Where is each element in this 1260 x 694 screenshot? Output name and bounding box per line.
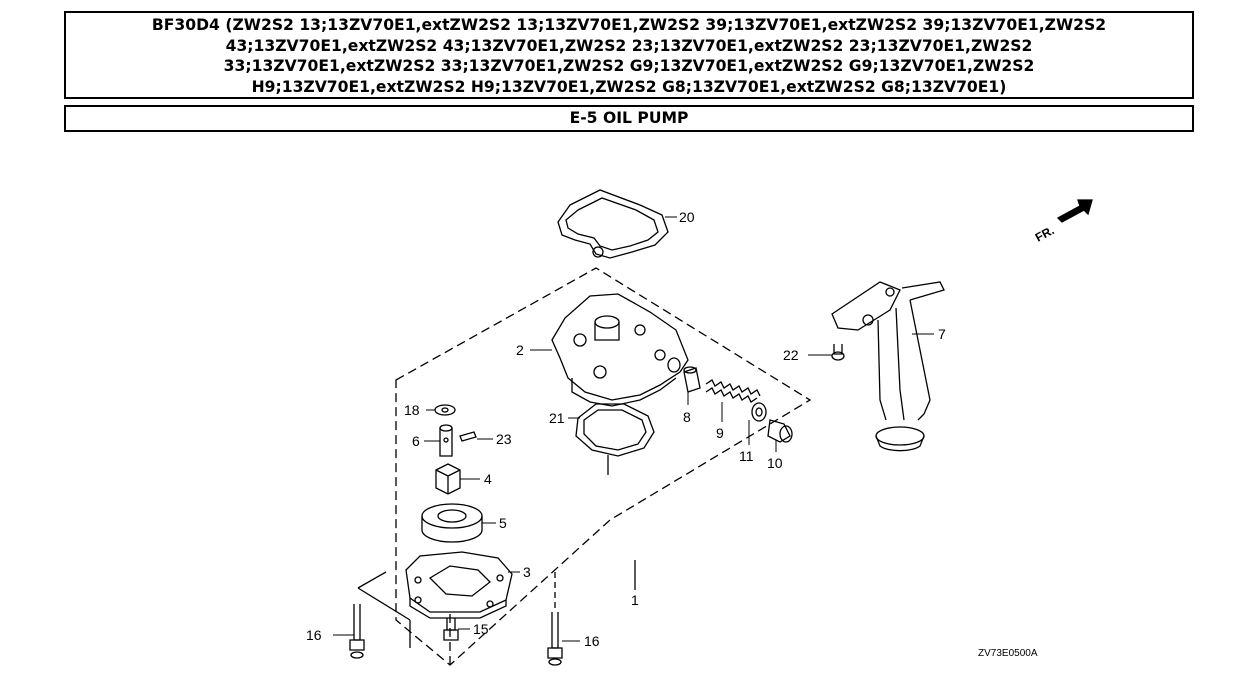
assembly-outline: [395, 267, 812, 666]
front-direction-label: FR.: [1033, 223, 1057, 244]
callout-7: 7: [938, 326, 946, 342]
callout-22: 22: [783, 347, 799, 363]
section-title: E-5 OIL PUMP: [64, 105, 1194, 132]
shaft-part-6[interactable]: [439, 424, 453, 457]
bolt-part-22[interactable]: [831, 344, 845, 361]
model-title-line: 43;13ZV70E1,extZW2S2 43;13ZV70E1,ZW2S2 2…: [225, 36, 1033, 55]
pin-part-23[interactable]: [459, 431, 477, 442]
bolt-part-16-left[interactable]: [349, 604, 365, 659]
callout-5: 5: [499, 515, 507, 531]
plug-bolt-part-10[interactable]: [767, 419, 793, 443]
callout-9: 9: [716, 425, 724, 441]
callout-3: 3: [523, 564, 531, 580]
model-title-line: 33;13ZV70E1,extZW2S2 33;13ZV70E1,ZW2S2 G…: [223, 57, 1035, 76]
callout-8: 8: [683, 409, 691, 425]
spring-part-9[interactable]: [705, 379, 761, 403]
callout-10: 10: [767, 455, 783, 471]
gasket-part-21[interactable]: [575, 403, 655, 457]
model-title: BF30D4 (ZW2S2 13;13ZV70E1,extZW2S2 13;13…: [64, 11, 1194, 99]
inner-rotor-part-4[interactable]: [435, 463, 461, 495]
callout-4: 4: [484, 471, 492, 487]
front-arrow-icon: [1056, 199, 1093, 223]
outer-rotor-part-5[interactable]: [421, 503, 483, 543]
callout-11: 11: [739, 448, 754, 464]
gasket-part-20[interactable]: [557, 189, 669, 259]
pump-cover-part-3[interactable]: [405, 551, 513, 619]
callout-23: 23: [496, 431, 512, 447]
callout-21: 21: [549, 410, 565, 426]
washer-part-18[interactable]: [434, 404, 456, 416]
relief-valve-part-8[interactable]: [683, 366, 701, 393]
washer-part-11[interactable]: [751, 402, 767, 422]
model-title-line: BF30D4 (ZW2S2 13;13ZV70E1,extZW2S2 13;13…: [151, 16, 1107, 34]
callout-6: 6: [412, 433, 420, 449]
bolt-part-16-right[interactable]: [547, 612, 563, 666]
callout-15: 15: [473, 621, 489, 637]
oil-strainer-part-7[interactable]: [831, 281, 945, 452]
bolt-part-15[interactable]: [443, 618, 459, 641]
callout-18: 18: [404, 402, 420, 418]
diagram-code: ZV73E0500A: [978, 648, 1038, 659]
pump-body-part-2[interactable]: [551, 293, 689, 407]
callout-2: 2: [516, 342, 524, 358]
model-title-line: H9;13ZV70E1,extZW2S2 H9;13ZV70E1,ZW2S2 G…: [251, 77, 1007, 96]
callout-20: 20: [679, 209, 695, 225]
callout-1: 1: [631, 592, 639, 608]
callout-16-right: 16: [584, 633, 600, 649]
callout-16-left: 16: [306, 627, 322, 643]
